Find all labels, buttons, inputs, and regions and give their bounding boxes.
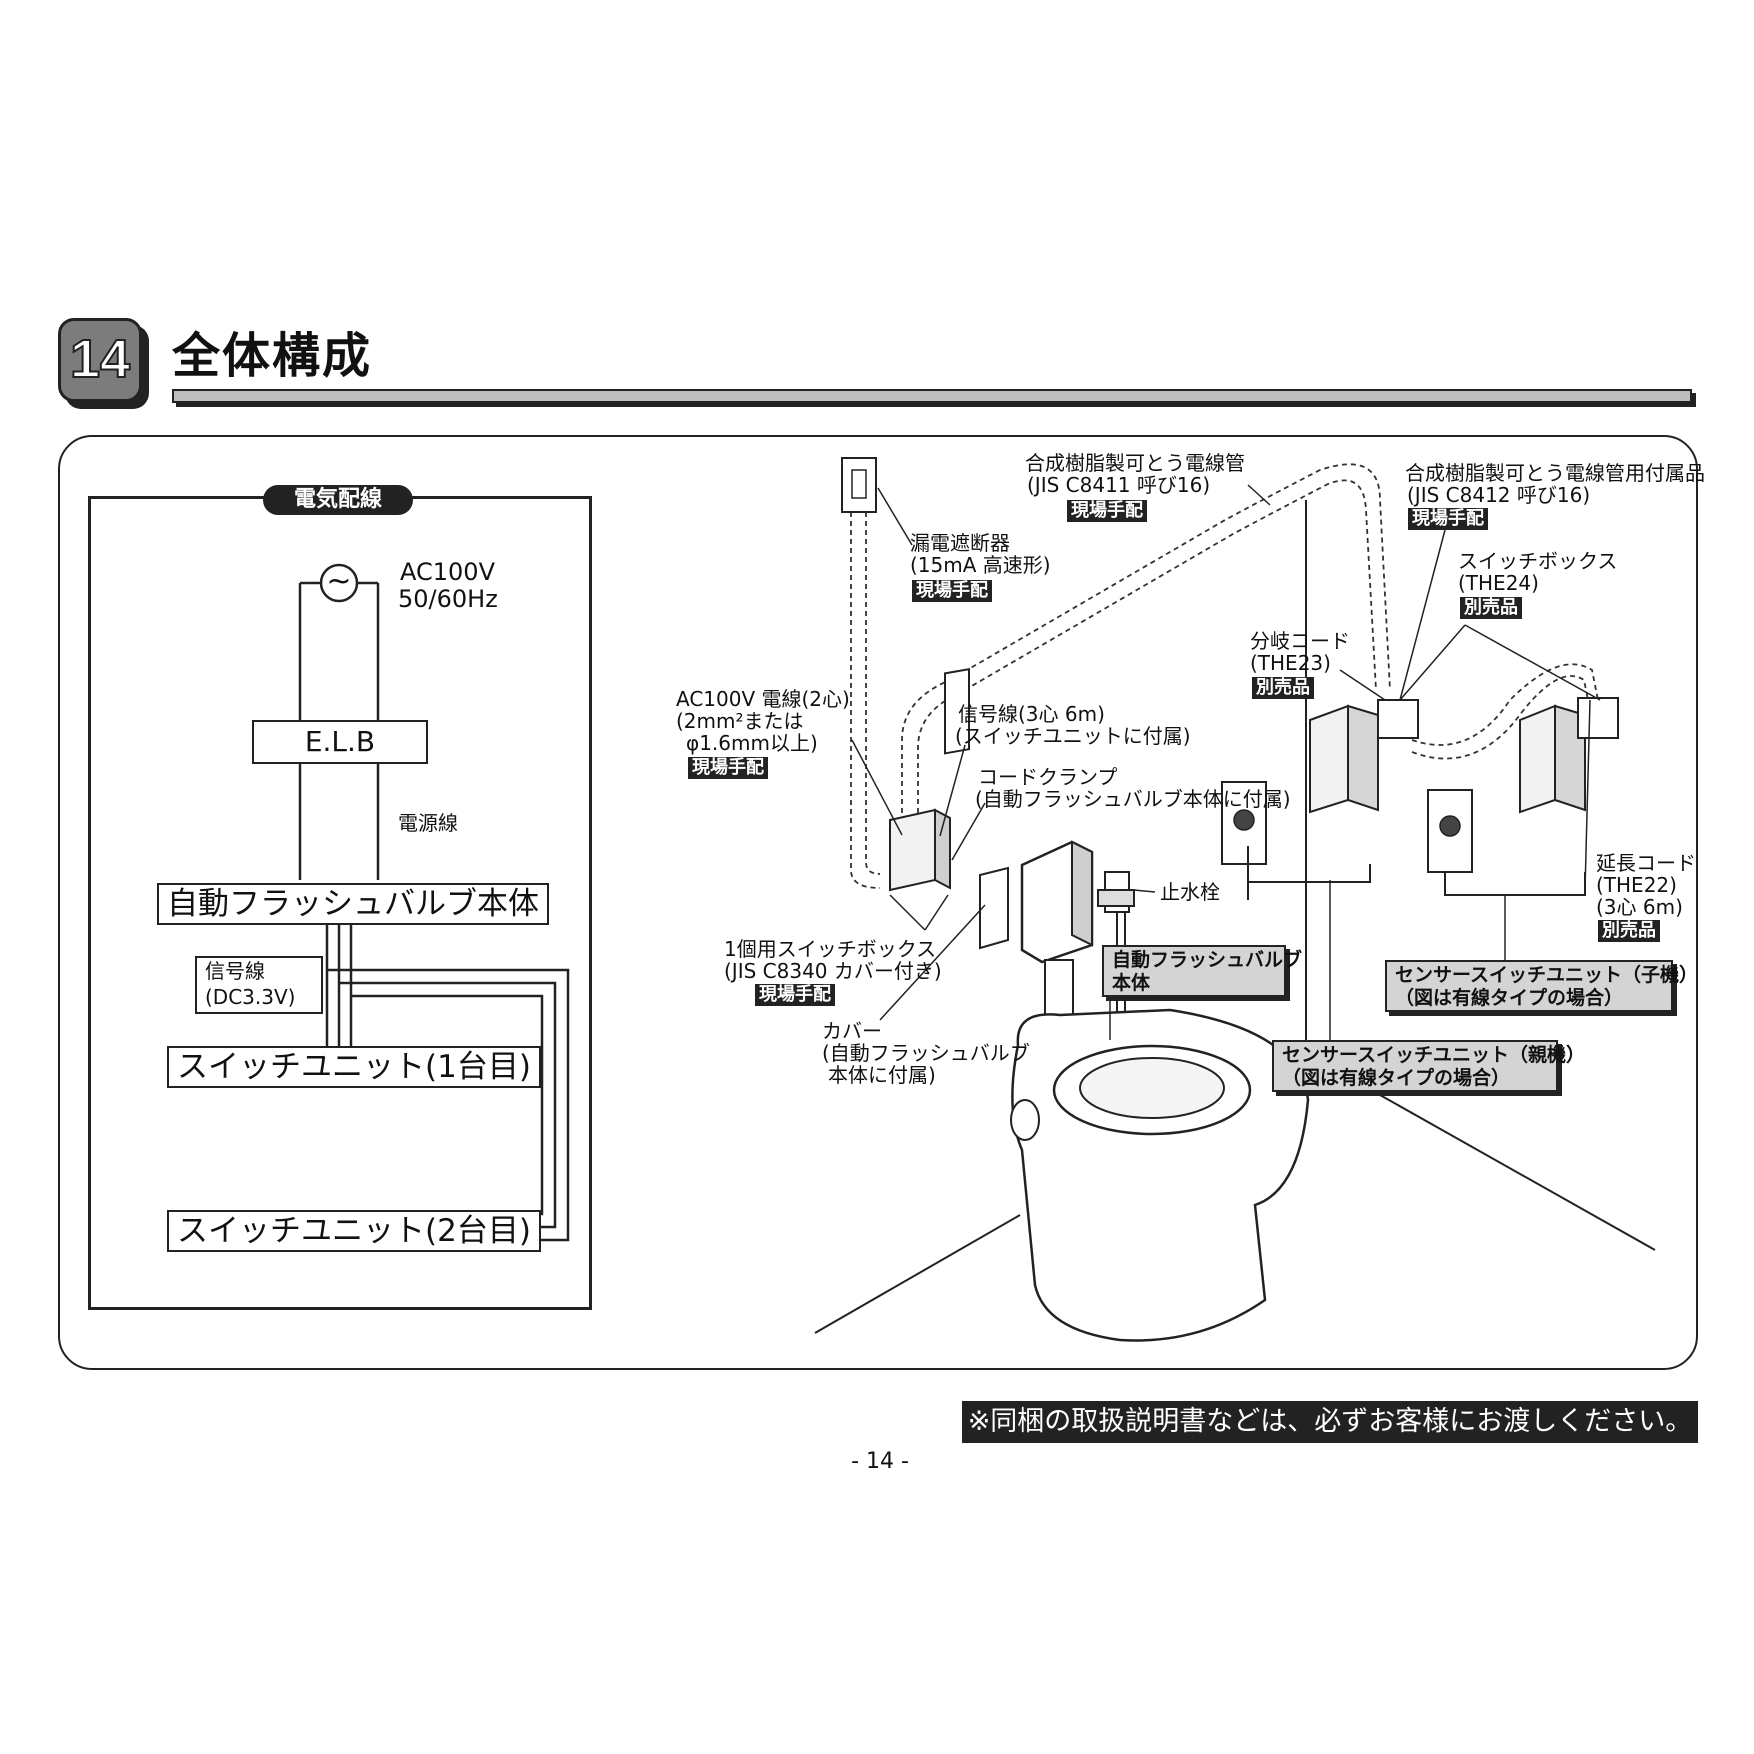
- conduit-label: 合成樹脂製可とう電線管: [1025, 451, 1245, 475]
- ac-source-symbol: [319, 563, 359, 603]
- switch-box-label: スイッチボックス: [1458, 549, 1618, 573]
- stop-valve-label: 止水栓: [1160, 880, 1220, 904]
- sensor-parent-callout-l2: （図は有線タイプの場合）: [1282, 1067, 1511, 1089]
- breaker-label: 漏電遮断器: [910, 531, 1010, 555]
- signal-voltage-label: (DC3.3V): [205, 985, 296, 1009]
- title-rule: [172, 389, 1692, 403]
- breaker-tag: 現場手配: [912, 580, 992, 602]
- ac-symbol-icon: ~: [326, 564, 352, 599]
- switch-box-tag: 別売品: [1460, 597, 1522, 619]
- page-number: - 14 -: [851, 1449, 909, 1474]
- sensor-parent-callout-l1: センサースイッチユニット（親機）: [1282, 1044, 1586, 1066]
- ac-cable-label: AC100V 電線(2心): [676, 687, 850, 711]
- branch-cord-label: 分岐コード: [1250, 629, 1350, 653]
- valve-body-box: 自動フラッシュバルブ本体: [157, 883, 549, 925]
- cover-label: カバー: [822, 1019, 882, 1043]
- conduit-spec: (JIS C8411 呼び16): [1027, 473, 1211, 497]
- power-frequency: 50/60Hz: [398, 585, 498, 613]
- sensor-child-callout-l2: （図は有線タイプの場合）: [1395, 987, 1624, 1009]
- switch-box-model: (THE24): [1458, 571, 1539, 595]
- switch-unit-2-box: スイッチユニット(2台目): [167, 1210, 541, 1252]
- signal-line-label: 信号線: [205, 959, 265, 983]
- branch-cord-box: [1377, 699, 1419, 739]
- ac-cable-spec-1: (2mm²または: [676, 709, 804, 733]
- sensor-child-callout: センサースイッチユニット（子機） （図は有線タイプの場合）: [1385, 960, 1699, 1012]
- conduit-accessory-label: 合成樹脂製可とう電線管用付属品: [1405, 461, 1705, 485]
- conduit-accessory-tag: 現場手配: [1408, 508, 1488, 530]
- single-box-spec: (JIS C8340 カバー付き): [724, 959, 942, 983]
- page-title: 全体構成: [172, 328, 373, 384]
- power-voltage: AC100V: [400, 558, 495, 586]
- single-box-label: 1個用スイッチボックス: [724, 937, 937, 961]
- parent-switch-box: [1309, 704, 1349, 814]
- floor-line-right: [1379, 1094, 1656, 1251]
- single-switch-box: [889, 808, 936, 892]
- ac-cable-tag: 現場手配: [688, 757, 768, 779]
- single-box-tag: 現場手配: [755, 984, 835, 1006]
- conduit-accessory-spec: (JIS C8412 呼び16): [1407, 483, 1591, 507]
- extension-cord-label: 延長コード: [1596, 851, 1696, 875]
- cord-clamp-label: コードクランプ: [978, 765, 1118, 789]
- ac-cable-spec-2: φ1.6mm以上): [686, 731, 818, 755]
- wiring-title: 電気配線: [263, 485, 413, 515]
- extension-cord-box: [1577, 697, 1619, 739]
- valve-body-callout: 自動フラッシュバルブ 本体: [1102, 945, 1303, 997]
- signal-line-box: 信号線 (DC3.3V): [195, 956, 323, 1014]
- cover-plate: [979, 866, 1009, 950]
- signal-cable-note: (スイッチユニットに付属): [955, 724, 1191, 748]
- sensor-parent-callout: センサースイッチユニット（親機） （図は有線タイプの場合）: [1272, 1040, 1586, 1092]
- section-number-badge: 14: [58, 318, 142, 402]
- extension-cord-model: (THE22): [1596, 873, 1677, 897]
- child-switch-box: [1519, 704, 1556, 814]
- branch-cord-model: (THE23): [1250, 651, 1331, 675]
- valve-body-callout-l1: 自動フラッシュバルブ: [1112, 949, 1303, 971]
- power-line-label: 電源線: [398, 811, 458, 835]
- elb-box: E.L.B: [252, 720, 428, 764]
- content-panel: [58, 435, 1698, 1370]
- sensor-child-callout-l1: センサースイッチユニット（子機）: [1395, 964, 1699, 986]
- conduit-tag: 現場手配: [1067, 500, 1147, 522]
- cover-note-2: 本体に付属): [828, 1063, 936, 1087]
- signal-cable-label: 信号線(3心 6m): [958, 702, 1105, 726]
- switch-unit-1-box: スイッチユニット(1台目): [167, 1046, 541, 1088]
- cover-note-1: (自動フラッシュバルブ: [822, 1041, 1030, 1065]
- branch-cord-tag: 別売品: [1252, 677, 1314, 699]
- extension-cord-tag: 別売品: [1598, 920, 1660, 942]
- valve-body-callout-l2: 本体: [1112, 972, 1151, 994]
- extension-cord-length: (3心 6m): [1596, 895, 1683, 919]
- handover-note: ※同梱の取扱説明書などは、必ずお客様にお渡しください。: [962, 1401, 1698, 1443]
- cord-clamp-note: (自動フラッシュバルブ本体に付属): [975, 787, 1291, 811]
- breaker-spec: (15mA 高速形): [910, 553, 1051, 577]
- floor-line-left: [814, 1214, 1021, 1334]
